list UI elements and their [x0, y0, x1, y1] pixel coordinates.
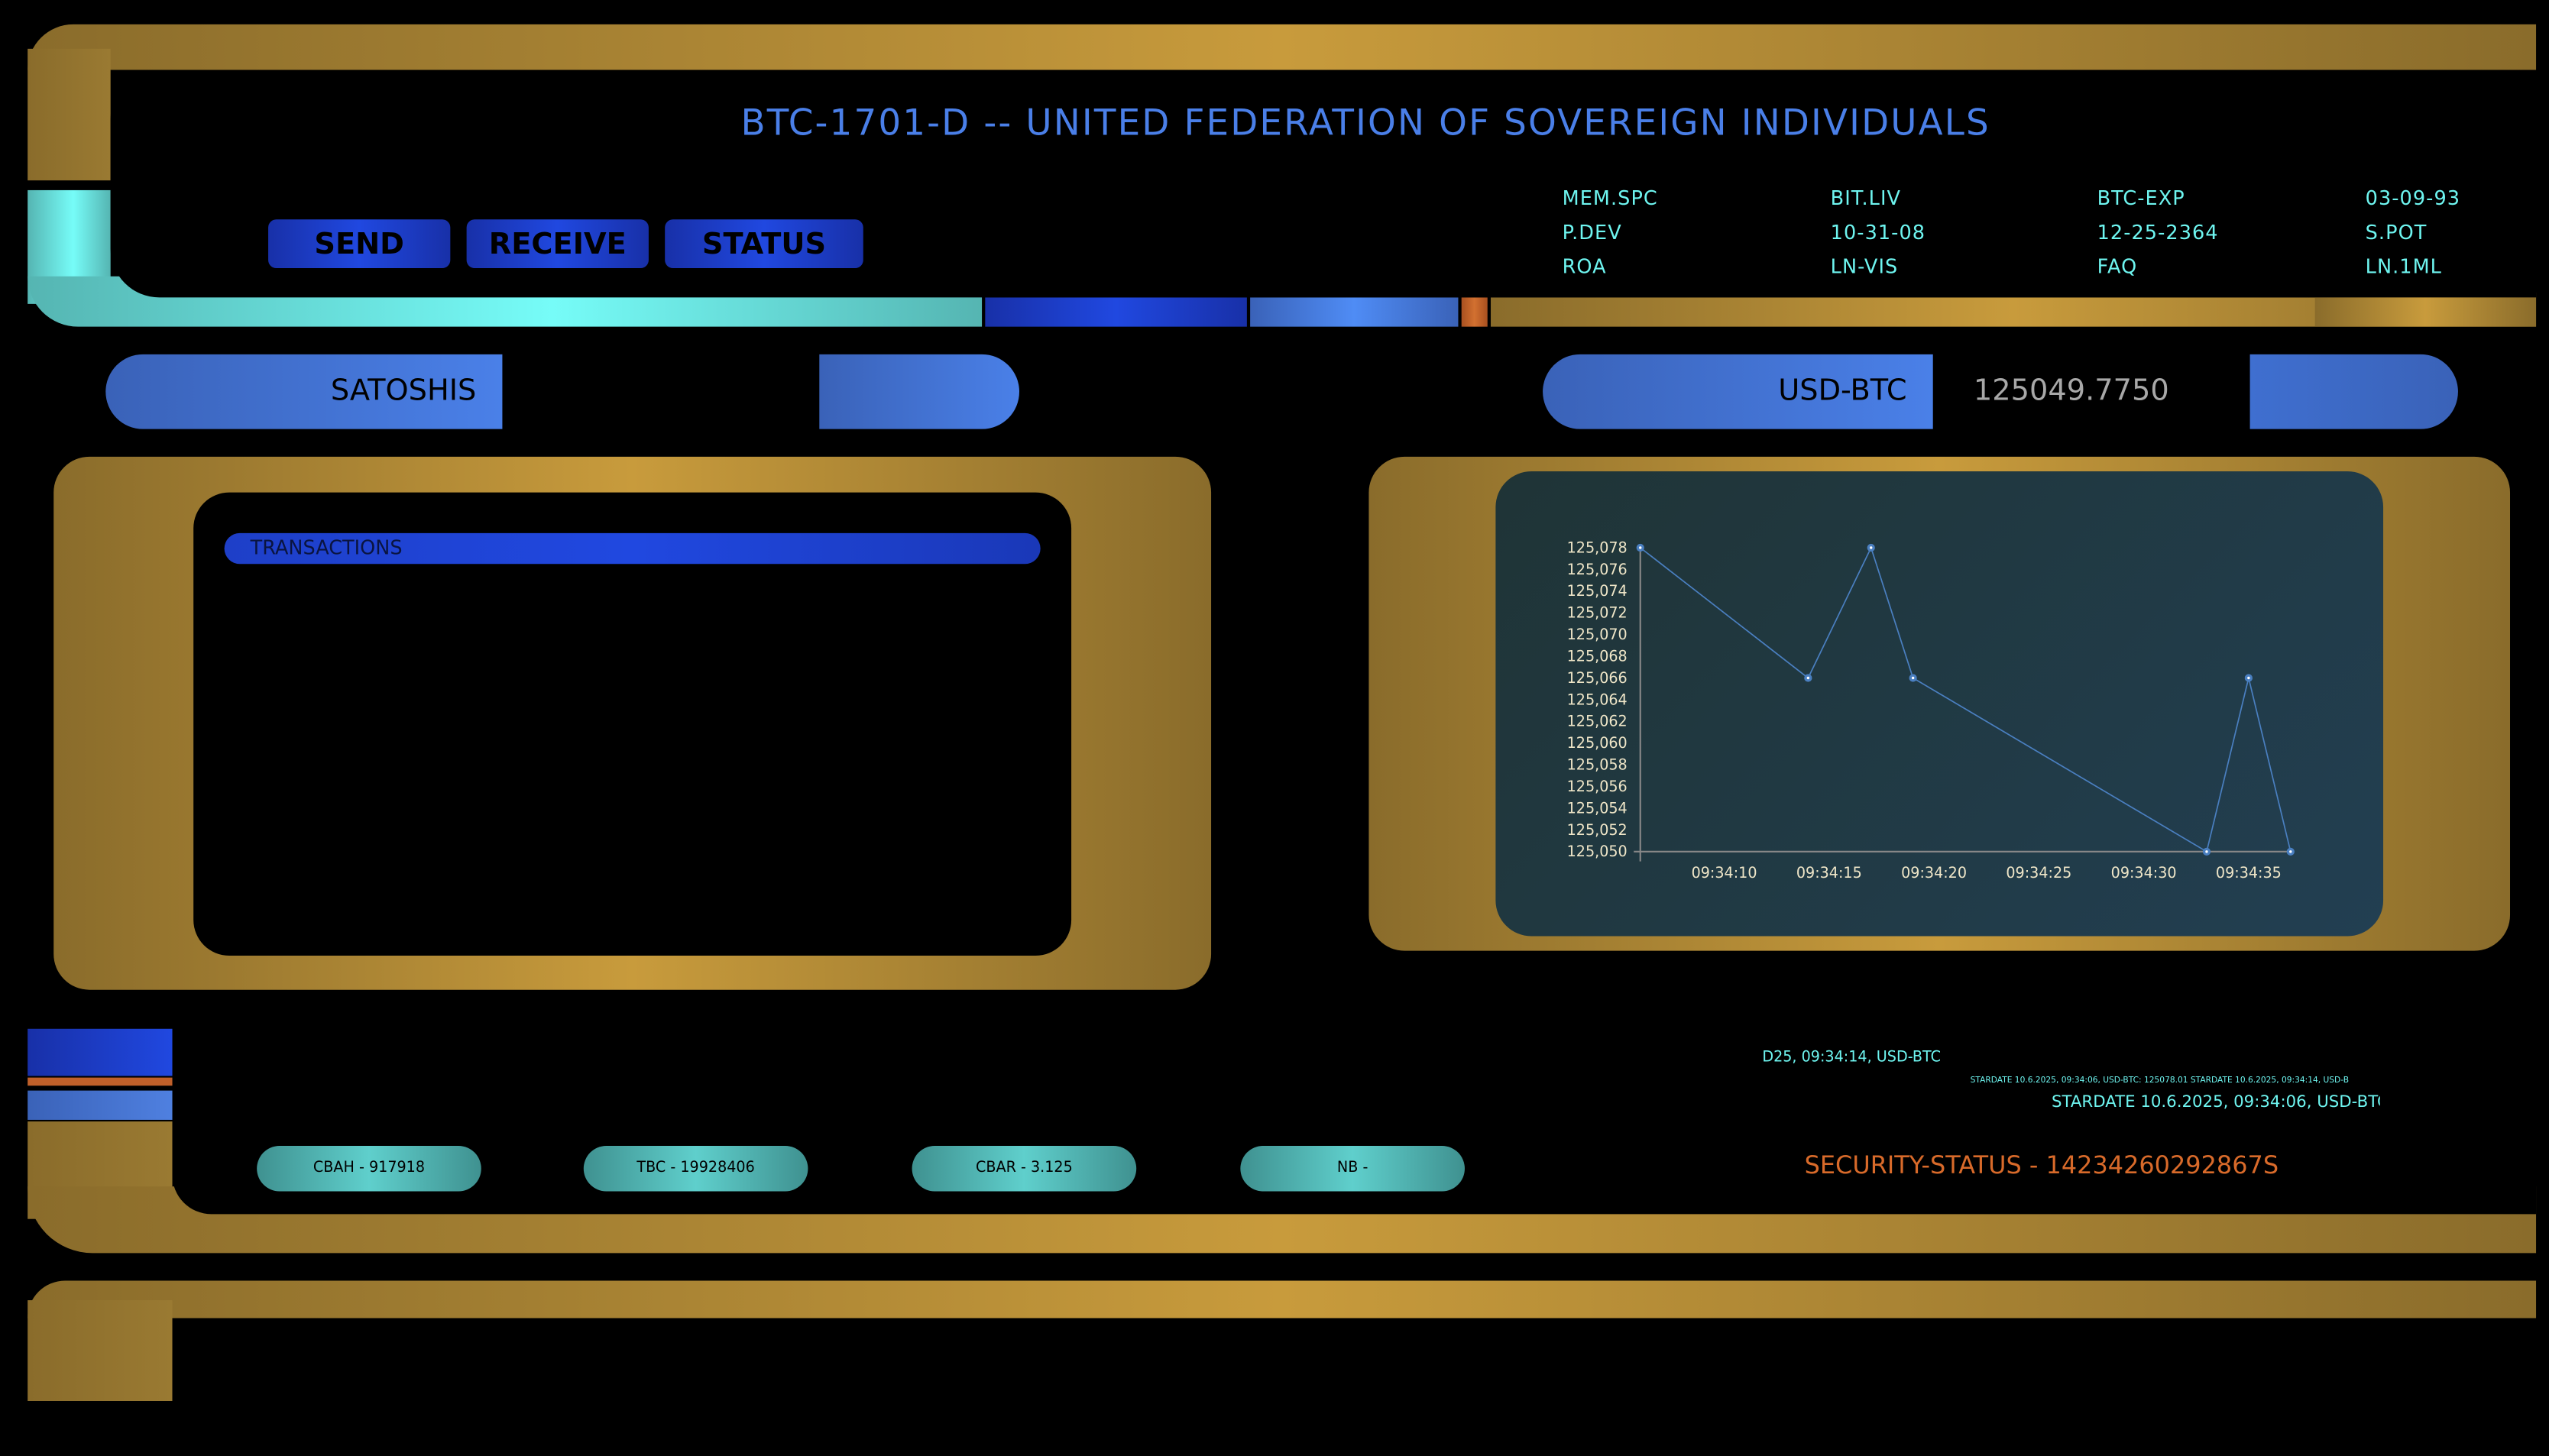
- y-tick-label: 125,050: [1567, 843, 1628, 860]
- stat-cbah[interactable]: CBAH - 917918: [257, 1145, 481, 1192]
- info-date: 03-09-93: [2365, 186, 2461, 210]
- bottom-block-blue: [28, 1028, 173, 1076]
- lower-frame-column: [28, 1300, 173, 1401]
- satoshis-label-pill: SATOSHIS: [105, 354, 503, 429]
- x-tick-label: 09:34:30: [2111, 864, 2177, 882]
- transactions-panel: [193, 492, 1072, 956]
- frame-segment-blue: [985, 297, 1247, 327]
- y-tick-label: 125,068: [1567, 647, 1628, 665]
- x-tick-label: 09:34:35: [2216, 864, 2282, 882]
- info-p-dev[interactable]: P.DEV: [1562, 221, 1622, 244]
- ticker-line-2: STARDATE 10.6.2025, 09:34:06, USD-BTC: 1…: [1970, 1076, 2350, 1086]
- data-point-center: [2205, 850, 2208, 853]
- data-point-center: [2289, 850, 2292, 853]
- info-btc-exp[interactable]: BTC-EXP: [2097, 186, 2185, 210]
- bottom-block-lightblue: [28, 1090, 173, 1120]
- send-button[interactable]: SEND: [268, 219, 451, 269]
- ticker-line-1: D25, 09:34:14, USD-BTC: [1762, 1050, 1942, 1066]
- y-tick-label: 125,062: [1567, 713, 1628, 730]
- top-frame-left-column: [28, 48, 111, 181]
- transactions-title: TRANSACTIONS: [250, 536, 403, 559]
- info-genesis-date: 10-31-08: [1830, 221, 1926, 244]
- data-point-center: [1639, 546, 1642, 549]
- info-mem-spc[interactable]: MEM.SPC: [1562, 186, 1658, 210]
- y-tick-label: 125,078: [1567, 539, 1628, 556]
- y-tick-label: 125,058: [1567, 756, 1628, 774]
- ticker-line-3: STARDATE 10.6.2025, 09:34:06, USD-BTC: [2052, 1093, 2380, 1112]
- info-ln-1ml[interactable]: LN.1ML: [2365, 255, 2442, 278]
- lower-panel: [172, 1318, 2537, 1416]
- page-title: BTC-1701-D -- UNITED FEDERATION OF SOVER…: [740, 104, 1990, 145]
- x-tick-label: 09:34:20: [1901, 864, 1967, 882]
- y-tick-label: 125,066: [1567, 669, 1628, 687]
- info-bit-liv[interactable]: BIT.LIV: [1830, 186, 1902, 210]
- receive-button[interactable]: RECEIVE: [466, 219, 649, 269]
- security-status: SECURITY-STATUS - 14234260292867S: [1804, 1150, 2279, 1180]
- usd-btc-label: USD-BTC: [1778, 374, 1907, 409]
- y-tick-label: 125,056: [1567, 778, 1628, 795]
- frame-segment-lightblue: [1250, 297, 1459, 327]
- stat-tbc[interactable]: TBC - 19928406: [583, 1145, 808, 1192]
- data-point-center: [1806, 676, 1810, 680]
- info-exp-date: 12-25-2364: [2097, 221, 2219, 244]
- transactions-header: TRANSACTIONS: [224, 532, 1041, 565]
- x-tick-label: 09:34:10: [1692, 864, 1757, 882]
- y-tick-label: 125,064: [1567, 691, 1628, 708]
- y-tick-label: 125,052: [1567, 821, 1628, 839]
- x-tick-label: 09:34:25: [2006, 864, 2071, 882]
- info-s-pot[interactable]: S.POT: [2365, 221, 2428, 244]
- status-button[interactable]: STATUS: [665, 219, 863, 269]
- info-roa[interactable]: ROA: [1562, 255, 1607, 278]
- info-faq[interactable]: FAQ: [2097, 255, 2138, 278]
- chart-panel: 125,050 125,052 125,054 125,056 125,058 125,0…: [1495, 471, 2384, 937]
- data-point-center: [2247, 676, 2250, 680]
- y-tick-label: 125,074: [1567, 582, 1628, 600]
- satoshis-value-pill: [819, 354, 1020, 429]
- frame-segment-orange: [1461, 297, 1488, 327]
- frame-step: [2314, 292, 2537, 327]
- y-tick-label: 125,076: [1567, 561, 1628, 578]
- lower-frame-bar: [28, 1280, 2537, 1318]
- y-tick-label: 125,072: [1567, 604, 1628, 622]
- usd-btc-price: 125049.7750: [1973, 374, 2169, 409]
- bottom-block-orange: [28, 1077, 173, 1086]
- y-tick-label: 125,060: [1567, 734, 1628, 752]
- stat-cbar[interactable]: CBAR - 3.125: [912, 1145, 1137, 1192]
- x-tick-label: 09:34:15: [1796, 864, 1862, 882]
- data-point-center: [1870, 546, 1873, 549]
- y-tick-label: 125,054: [1567, 799, 1628, 817]
- y-tick-label: 125,070: [1567, 626, 1628, 643]
- info-ln-vis[interactable]: LN-VIS: [1830, 255, 1899, 278]
- stat-nb[interactable]: NB -: [1240, 1145, 1465, 1192]
- usd-btc-label-pill: USD-BTC: [1543, 354, 1933, 429]
- data-point-center: [1911, 676, 1915, 680]
- price-chart: 125,050 125,052 125,054 125,056 125,058 125,0…: [1567, 539, 2295, 882]
- price-line: [1640, 545, 2292, 853]
- satoshis-label: SATOSHIS: [330, 374, 477, 409]
- price-end-pill: [2249, 354, 2458, 429]
- top-frame-bar: [28, 24, 2537, 70]
